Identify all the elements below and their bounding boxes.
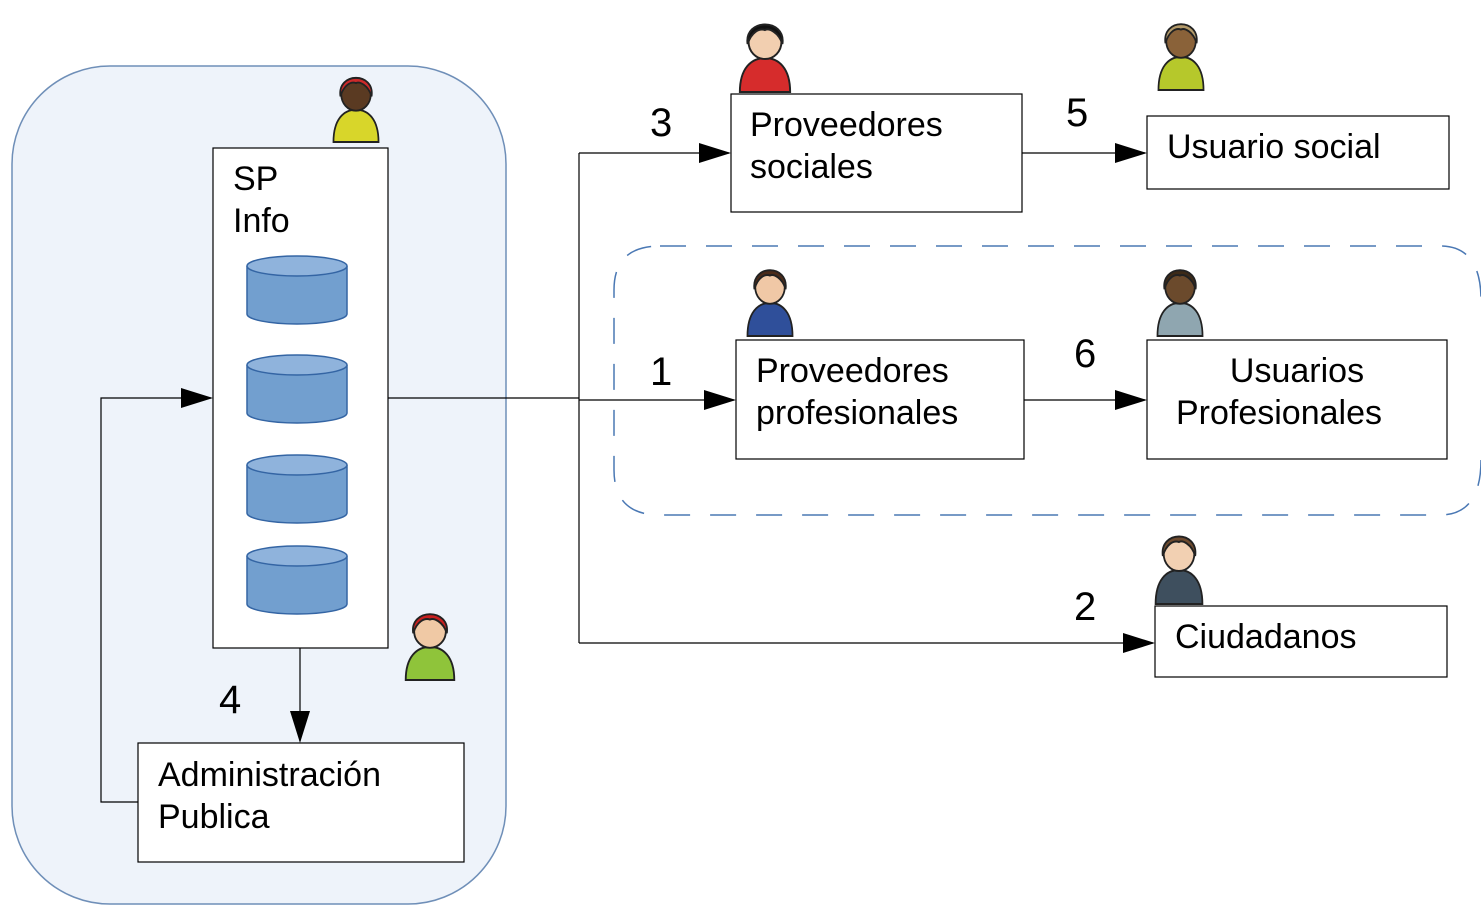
professional-group-dashed-frame [613,245,1481,516]
database-cylinder-1 [246,255,348,325]
database-cylinder-4 [246,545,348,615]
admin-operator-icon [404,613,456,681]
step-number-5: 5 [1066,91,1088,135]
admin-label-line1: Administración [158,756,381,794]
professional-providers-label-line2: profesionales [756,394,958,432]
professional-users-label-line1: Usuarios [1230,352,1364,390]
citizen-person-icon-hair [1161,535,1197,557]
social-provider-person-icon [738,23,792,93]
step-number-3: 3 [650,101,672,145]
citizens-label: Ciudadanos [1175,618,1356,656]
citizen-person-icon [1154,535,1204,605]
professional-users-label-line2: Profesionales [1176,394,1382,432]
admin-operator-icon-hair [412,613,448,634]
citizen-person-icon-shirt [1154,568,1204,605]
step-number-2: 2 [1074,585,1096,629]
professional-user-person-icon [1156,269,1204,337]
social-user-box[interactable] [1146,115,1450,190]
social-user-person-icon-shirt [1157,55,1205,91]
professional-user-person-icon-hair [1163,269,1197,290]
admin-label-line2: Publica [158,798,270,836]
social-providers-box[interactable] [730,93,1023,213]
database-cylinder-2 [246,354,348,424]
social-provider-person-icon-shirt [738,56,792,93]
professional-users-box[interactable] [1146,339,1448,460]
sp-info-label-line2: Info [233,202,290,240]
social-user-person-icon-hair [1164,23,1198,44]
step-number-1: 1 [650,350,672,394]
sp-info-operator-icon-hair [339,76,373,97]
professional-providers-label-line1: Proveedores [756,352,949,390]
professional-provider-person-icon [746,269,794,337]
step-number-4: 4 [219,678,241,722]
social-user-label: Usuario social [1167,128,1381,166]
citizens-box[interactable] [1154,605,1448,678]
connector-admin-feedback [100,388,213,803]
professional-provider-person-icon-shirt [746,301,794,337]
step-number-6: 6 [1074,332,1096,376]
social-providers-label-line1: Proveedores [750,106,943,144]
database-cylinder-3 [246,454,348,524]
social-provider-person-icon-hair [746,23,784,45]
social-providers-label-line2: sociales [750,148,873,186]
sp-info-label-line1: SP [233,160,278,198]
professional-user-person-icon-shirt [1156,301,1204,337]
sp-info-operator-icon [332,76,380,143]
social-user-person-icon [1157,23,1205,91]
professional-provider-person-icon-hair [753,269,787,290]
